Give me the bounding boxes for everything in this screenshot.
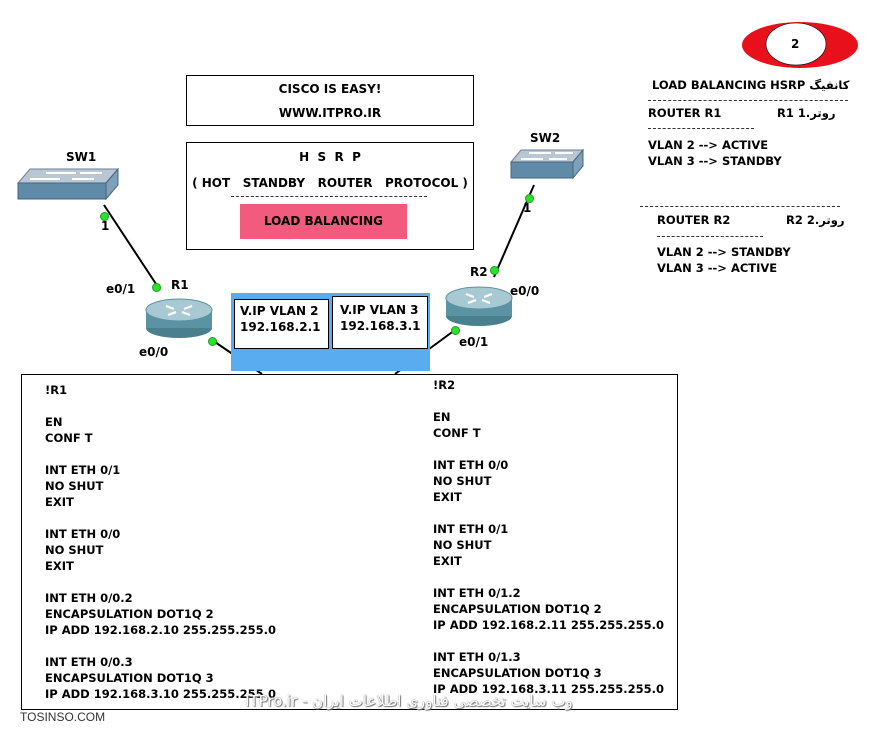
title-line2: WWW.ITPRO.IR: [278, 106, 382, 120]
footer-site: TOSINSO.COM: [20, 710, 106, 724]
hsrp-expansion: ( HOT STANDBY ROUTER PROTOCOL ): [192, 176, 468, 190]
load-balancing-label: LOAD BALANCING: [263, 214, 384, 228]
title-box: CISCO IS EASY! WWW.ITPRO.IR: [186, 75, 474, 126]
r1-port-bottom-label: e0/0: [139, 345, 169, 359]
r1-port-bottom-dot: [208, 337, 217, 346]
notes-r2-title: ROUTER R2: [657, 213, 731, 227]
notes-r2-tag: R2 روتر.2: [786, 213, 845, 227]
r1-port-top-label: e0/1: [106, 282, 136, 296]
badge: 2: [740, 20, 860, 70]
notes-r1-tag: R1 روتر.1: [777, 106, 836, 120]
hsrp-acronym: H S R P: [299, 150, 361, 164]
vip-vlan3-ip: 192.168.3.1: [340, 319, 421, 333]
config-r2-header: !R2: [433, 378, 456, 392]
notes-r1-line2: VLAN 3 --> STANDBY: [648, 154, 782, 168]
config-r2-commands: EN CONF T INT ETH 0/0 NO SHUT EXIT INT E…: [433, 410, 664, 696]
vip-vlan2-title: V.IP VLAN 2: [240, 304, 319, 318]
title-line1: CISCO IS EASY!: [278, 82, 382, 96]
hsrp-divider: [231, 196, 427, 197]
r2-port-bottom-dot: [451, 326, 460, 335]
r2-label: R2: [470, 265, 488, 279]
notes-r1-title: ROUTER R1: [648, 106, 722, 120]
vip-vlan3-title: V.IP VLAN 3: [340, 303, 419, 317]
notes-heading: LOAD BALANCING HSRP کانفیگ: [652, 78, 850, 92]
vip-vlan2-ip: 192.168.2.1: [240, 320, 321, 334]
vip-vlan2-box: V.IP VLAN 2 192.168.2.1: [234, 299, 329, 349]
r1-label: R1: [171, 278, 189, 292]
r2-port-bottom-label: e0/1: [459, 335, 489, 349]
footer-watermark: ITPro.ir - وب سایت تخصصی فناوری اطلاعات …: [245, 692, 573, 710]
sw1-port-dot: [100, 212, 109, 221]
notes-divider-3: [640, 206, 840, 207]
badge-number: 2: [791, 37, 800, 51]
router-icon[interactable]: [144, 296, 214, 340]
vip-vlan3-box: V.IP VLAN 3 192.168.3.1: [332, 296, 428, 349]
sw2-label: SW2: [530, 131, 561, 145]
hsrp-box: H S R P ( HOT STANDBY ROUTER PROTOCOL ) …: [186, 142, 474, 250]
sw2-port-label: 1: [523, 201, 532, 215]
notes-r2-line2: VLAN 3 --> ACTIVE: [657, 261, 778, 275]
notes-r2-line1: VLAN 2 --> STANDBY: [657, 245, 791, 259]
switch-icon[interactable]: [16, 167, 120, 201]
config-r1-header: !R1: [45, 383, 68, 397]
switch-icon[interactable]: [509, 148, 585, 182]
r2-port-top-label: e0/0: [510, 284, 540, 298]
r1-port-top-dot: [152, 283, 161, 292]
link-sw1-r1: [103, 204, 161, 291]
config-r1-commands: EN CONF T INT ETH 0/1 NO SHUT EXIT INT E…: [45, 415, 276, 701]
sw1-label: SW1: [66, 150, 97, 164]
sw2-port-dot: [525, 194, 534, 203]
notes-divider-1: [648, 100, 848, 101]
r2-port-top-dot: [490, 266, 499, 275]
notes-divider-2: [648, 128, 754, 129]
load-balancing-button[interactable]: LOAD BALANCING: [240, 204, 407, 239]
badge-ellipse-icon: [742, 22, 858, 68]
router-icon[interactable]: [444, 284, 514, 328]
config-panel: !R1 EN CONF T INT ETH 0/1 NO SHUT EXIT I…: [21, 374, 678, 710]
notes-r1-line1: VLAN 2 --> ACTIVE: [648, 138, 769, 152]
notes-divider-4: [657, 236, 763, 237]
sw1-port-label: 1: [101, 219, 110, 233]
